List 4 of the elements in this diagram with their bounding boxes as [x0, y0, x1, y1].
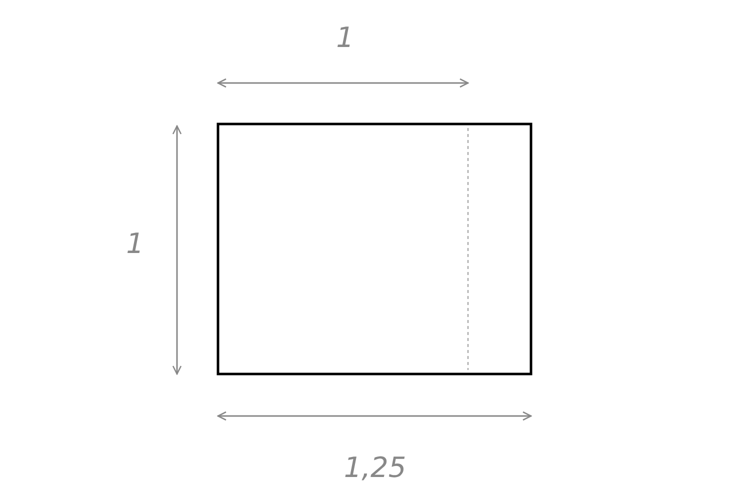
dimension-label: 1 — [126, 230, 144, 258]
dimension-label: 1,25 — [344, 454, 406, 482]
rectangle — [216, 122, 532, 376]
dimension-label: 1 — [336, 24, 354, 52]
